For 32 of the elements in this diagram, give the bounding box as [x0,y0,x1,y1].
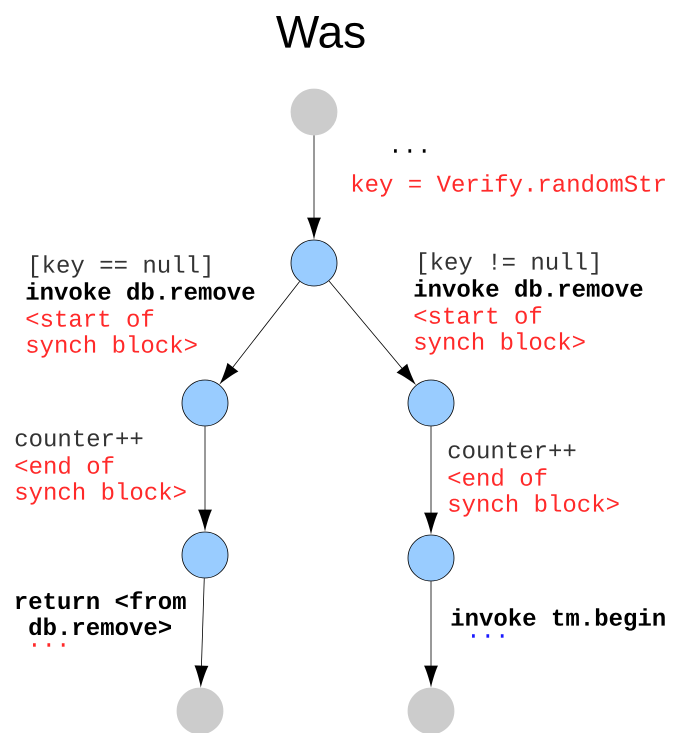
code-label: ... [472,634,504,638]
title: Was [276,16,364,48]
arrow [424,581,438,686]
code-label: <start of synch block> [26,309,197,358]
code-label: <end of synch block> [448,468,619,517]
state-circle [408,380,454,426]
code-label: ... [394,149,426,153]
arrow [328,280,416,384]
code-label: [key != null] [420,252,598,275]
state-circle [408,534,454,582]
start-end-circle [176,688,224,733]
start-end-circle [290,88,338,136]
state-circle [290,240,338,286]
code-label: ... [33,643,65,647]
code-label: return <from db.remove> [16,591,186,636]
arrow [194,578,208,686]
code-label: <end of synch block> [16,456,186,505]
arrow [424,426,438,534]
code-label: invoke db.remove [26,282,254,300]
code-label: invoke tm.begin [452,608,665,631]
arrow [198,426,212,530]
code-label: invoke db.remove [414,279,642,297]
state-circle [182,380,228,426]
code-label: [key == null] [32,255,210,278]
arrow [220,281,300,384]
code-label: key = Verify.randomStr [352,174,665,197]
code-label: counter++ [16,430,142,446]
start-end-circle [408,688,454,733]
code-label: counter++ [448,442,576,458]
code-label: <start of synch block> [414,306,585,355]
state-circle [182,532,228,578]
arrow [307,135,321,238]
